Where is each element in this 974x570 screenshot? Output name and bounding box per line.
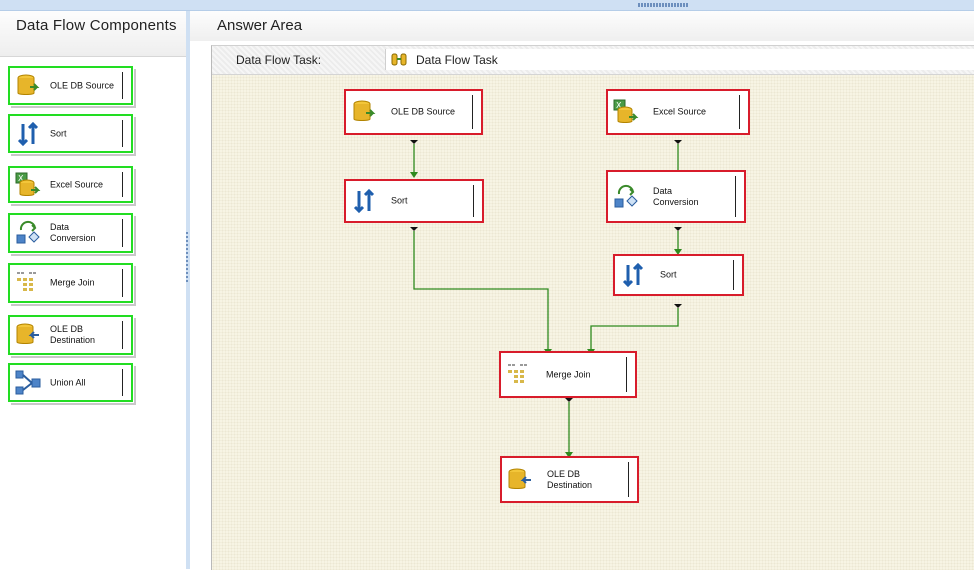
splitter-handle[interactable] — [186, 232, 188, 284]
ole-db-destination-icon — [508, 468, 531, 489]
output-port-icon — [410, 227, 418, 231]
task-value: Data Flow Task — [416, 53, 498, 67]
canvas-node-sort[interactable]: Sort — [344, 179, 484, 223]
panel-splitter[interactable] — [186, 11, 190, 569]
output-port-icon — [674, 140, 682, 144]
canvas-node-excel-source[interactable]: X Excel Source — [606, 89, 750, 135]
union-all-icon — [15, 370, 41, 394]
output-port-icon — [410, 140, 418, 144]
excel-source-icon: X — [613, 99, 639, 123]
canvas-node-ole-db-destination[interactable]: OLE DB Destination — [500, 456, 639, 503]
connector-arrow-icon — [410, 172, 418, 178]
canvas-node-ole-db-source[interactable]: OLE DB Source — [344, 89, 483, 135]
answer-area-title: Answer Area — [190, 11, 974, 41]
data-conversion-icon — [16, 220, 40, 244]
connector-arrow-icon — [674, 249, 682, 255]
svg-text:X: X — [616, 101, 622, 110]
canvas-node-data-conversion[interactable]: Data Conversion — [606, 170, 746, 223]
palette-item-ole-db-source[interactable]: OLE DB Source — [8, 66, 136, 108]
sort-icon — [622, 262, 644, 288]
canvas-node-merge-join[interactable]: Merge Join — [499, 351, 637, 398]
panel-title: Data Flow Components — [0, 11, 186, 57]
palette-item-merge-join[interactable]: Merge Join — [8, 263, 136, 306]
task-bar: Data Flow Task: Data Flow Task — [212, 46, 974, 75]
canvas-node-sort-2[interactable]: Sort — [613, 254, 744, 296]
data-conversion-icon — [614, 184, 638, 207]
ole-db-source-icon — [353, 100, 376, 121]
answer-area-panel: Answer Area Data Flow Task: Data Flow Ta… — [190, 11, 974, 570]
merge-join-icon — [17, 272, 36, 291]
output-port-icon — [674, 304, 682, 308]
splitter-grip[interactable] — [638, 3, 688, 7]
sort-icon — [353, 188, 375, 214]
connector-arrow-icon — [565, 452, 573, 458]
ole-db-source-icon — [17, 74, 40, 95]
palette-item-union-all[interactable]: Union All — [8, 363, 136, 405]
merge-join-icon — [508, 363, 527, 383]
output-port-icon — [674, 227, 682, 231]
palette-item-data-conversion[interactable]: Data Conversion — [8, 213, 136, 256]
window-top-bar — [0, 0, 974, 11]
connector-line — [413, 231, 549, 349]
task-label: Data Flow Task: — [236, 53, 322, 67]
data-flow-task-icon — [391, 53, 407, 66]
data-flow-canvas[interactable]: Data Flow Task: Data Flow Task — [211, 45, 974, 570]
palette-item-excel-source[interactable]: X Excel Source — [8, 166, 136, 206]
connector-line — [590, 308, 679, 349]
ole-db-destination-icon — [16, 323, 39, 344]
sort-icon — [17, 121, 39, 146]
output-port-icon — [565, 398, 573, 402]
palette-item-sort[interactable]: Sort — [8, 114, 136, 156]
svg-text:X: X — [18, 174, 24, 183]
excel-source-icon: X — [15, 172, 41, 196]
connector-layer — [410, 140, 682, 458]
data-flow-components-panel: Data Flow Components OLE DB Source Sort … — [0, 11, 186, 569]
task-selector[interactable]: Data Flow Task — [385, 49, 974, 70]
palette-item-ole-db-destination[interactable]: OLE DB Destination — [8, 315, 136, 358]
